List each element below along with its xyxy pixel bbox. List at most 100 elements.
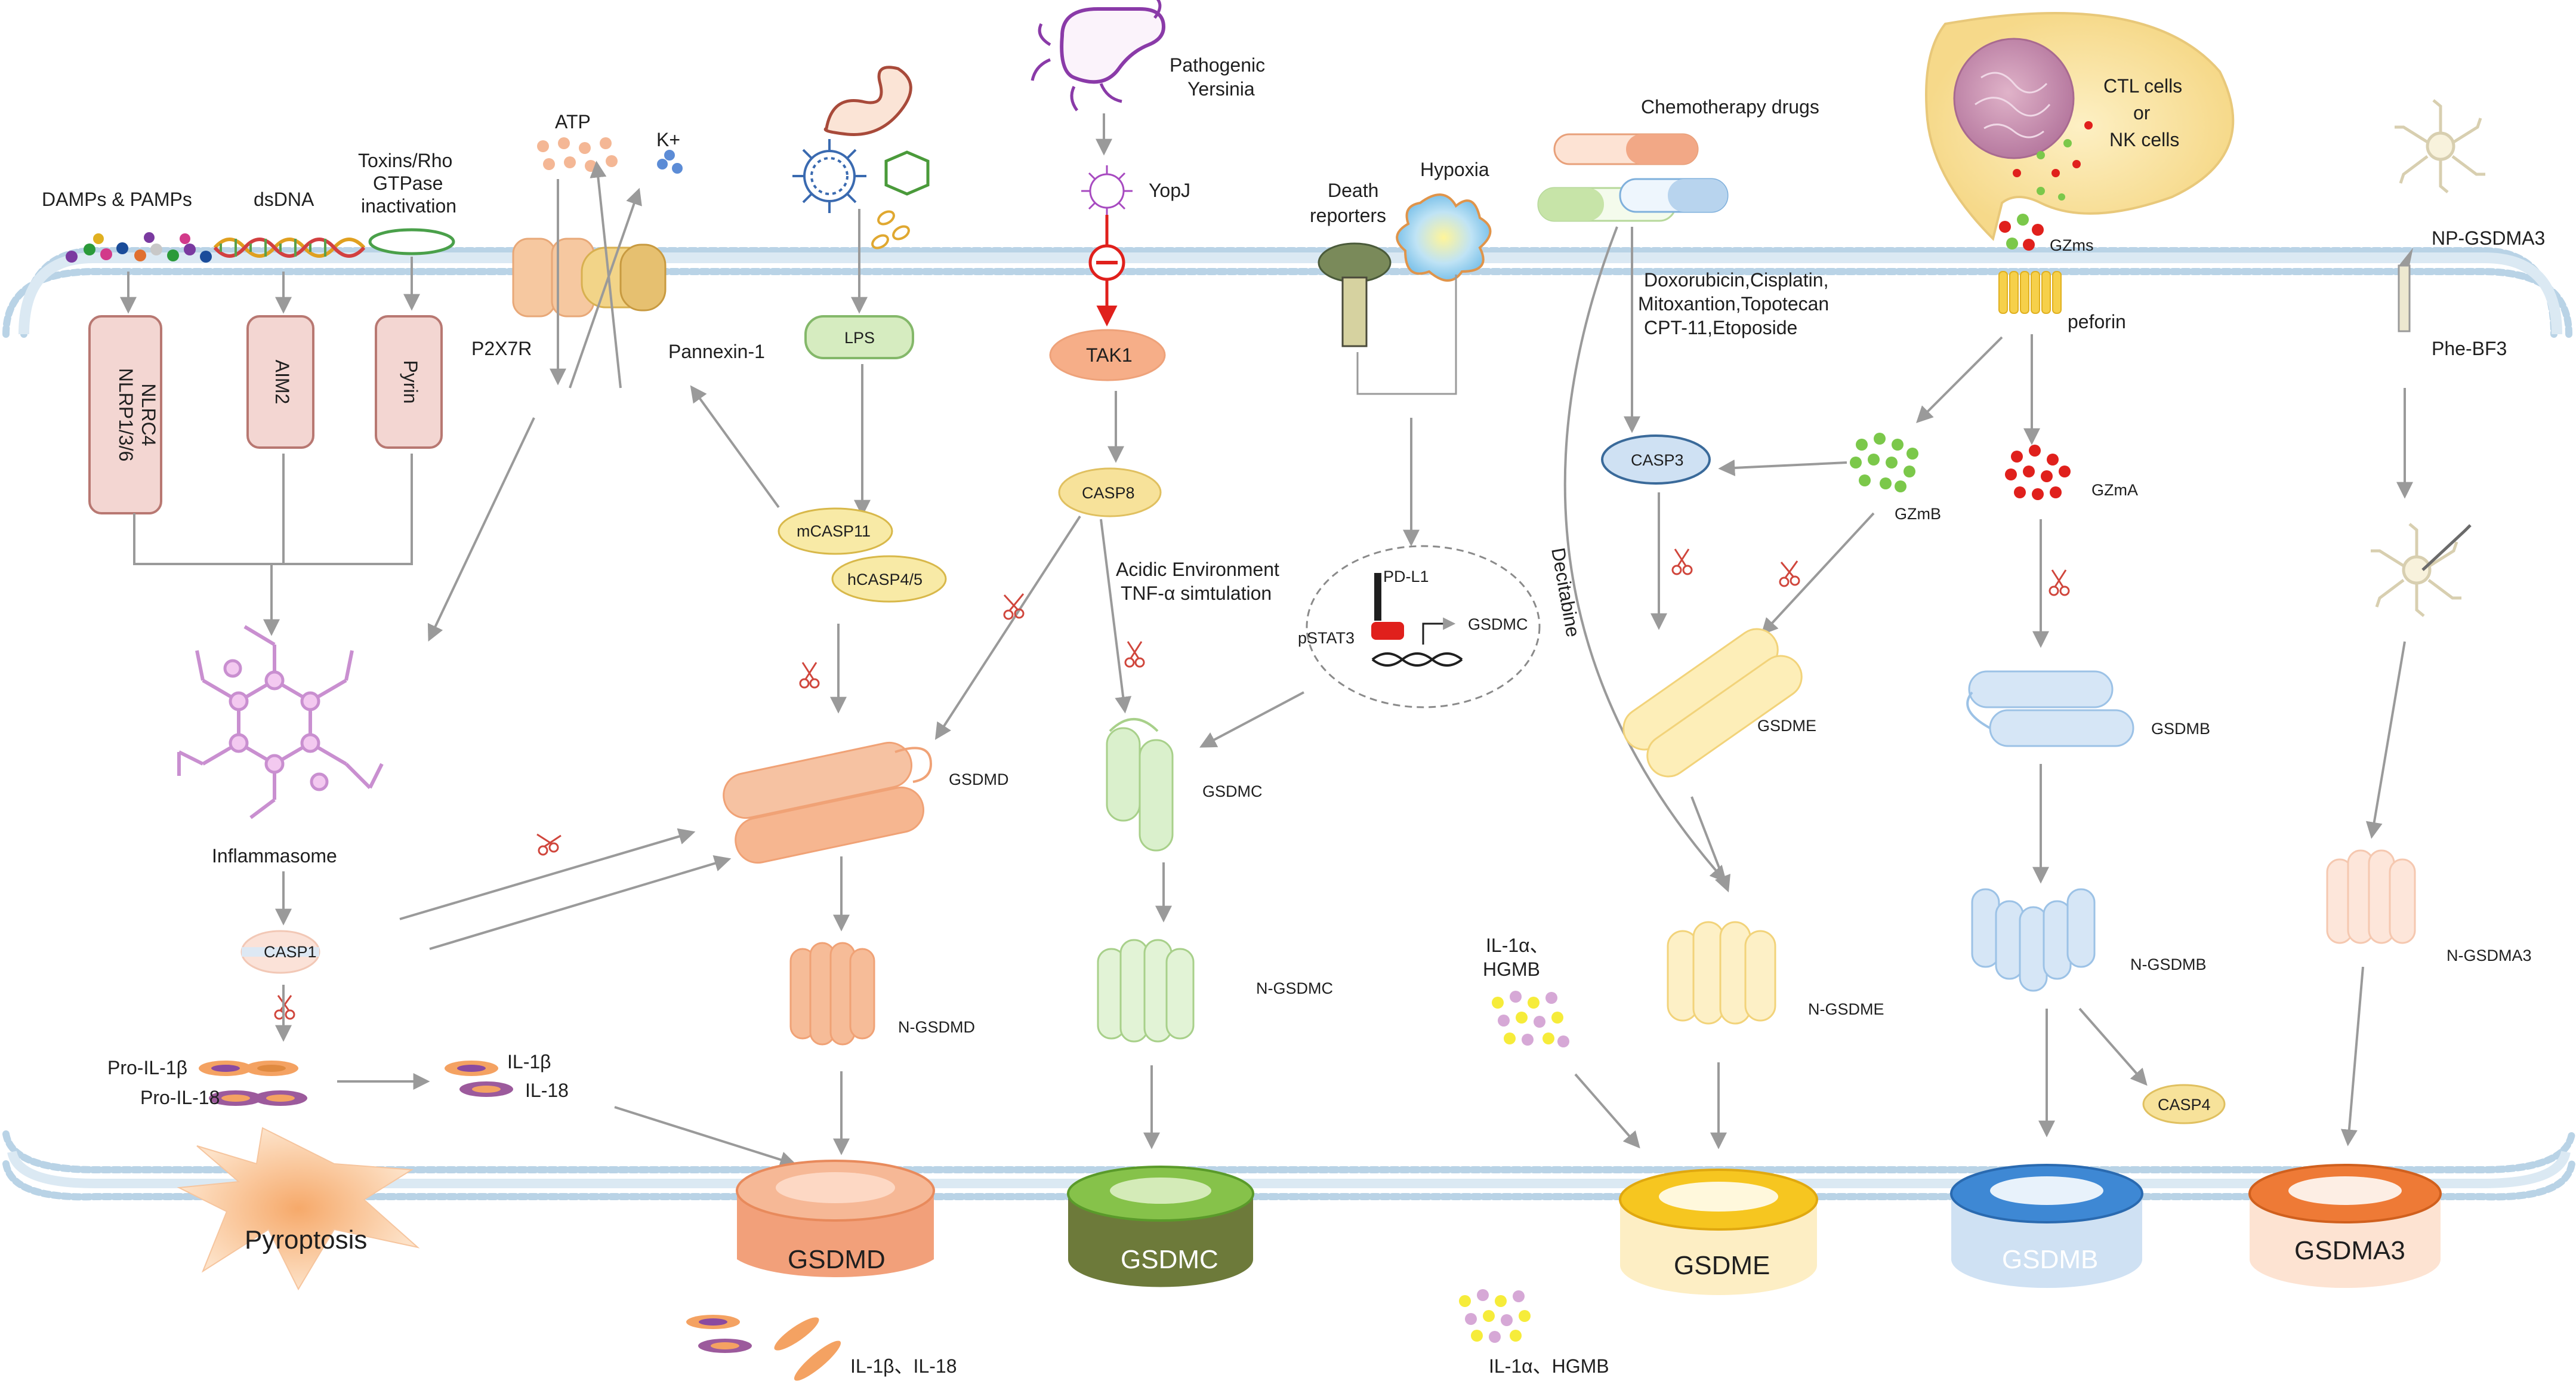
n-gsdme-label: N-GSDME <box>1808 1000 1884 1018</box>
gsdmc-label: GSDMC <box>1202 782 1263 800</box>
k-ion-dots <box>657 150 683 174</box>
lps-box <box>804 315 914 359</box>
nlrp-label-1: NLRP1/3/6 <box>115 368 137 462</box>
k-ion-label: K+ <box>656 129 680 150</box>
gsdmb-protein <box>1966 670 2134 747</box>
n-gsdme-oligomer <box>1667 921 1776 1025</box>
il-release-label: IL-1β、IL-18 <box>850 1355 957 1377</box>
ctl-label-3: NK cells <box>2109 129 2179 150</box>
yersinia-label: Yersinia <box>1187 78 1255 100</box>
yersinia-bacterium-icon <box>1060 7 1166 84</box>
drugs-label-1: Doxorubicin,Cisplatin, <box>1644 269 1828 291</box>
scissors-icon-gzma <box>2049 569 2070 596</box>
n-gsdmb-oligomer <box>1971 888 2096 992</box>
upper-membrane <box>2 247 2572 338</box>
drug-capsules <box>1537 133 1729 222</box>
il1a-hgmb-dots-inside <box>1492 991 1569 1047</box>
gsdmb-pore <box>1950 1164 2143 1288</box>
peforin-label: peforin <box>2068 311 2126 332</box>
aim2-label: AIM2 <box>272 360 293 405</box>
gsdme-protein <box>1622 628 1803 778</box>
p2x7r-label: P2X7R <box>471 338 532 359</box>
gzmb-label: GZmB <box>1895 505 1941 523</box>
hcasp45-enzyme <box>831 555 947 603</box>
mature-il-molecules <box>445 1061 513 1097</box>
il1b-label: IL-1β <box>507 1051 551 1072</box>
ngsdmb-arrows <box>2038 1007 2148 1138</box>
gzmb-to-gsdme-arrow <box>1761 512 1875 636</box>
inhibition-symbol <box>1088 215 1125 326</box>
il18-label: IL-18 <box>525 1080 569 1101</box>
gzmb-to-casp3-arrow <box>1718 459 1847 476</box>
il1a-hgmb-dots-outside <box>1459 1289 1531 1343</box>
bacterium-icon-lps <box>823 66 912 136</box>
ngsdma3-to-pore-arrow <box>2340 966 2364 1146</box>
gsdmc-pore-label: GSDMC <box>1121 1245 1218 1274</box>
transcription-arrow <box>1422 617 1456 645</box>
gsdmd-pore-label: GSDMD <box>788 1245 886 1274</box>
scissors-icon-casp8-gsdmd <box>1003 593 1025 620</box>
cell-fragment-icon <box>884 150 930 196</box>
pro-il1b-label: Pro-IL-1β <box>107 1057 187 1078</box>
gsdme-pore <box>1619 1169 1818 1295</box>
ctl-label-1: CTL cells <box>2103 75 2182 97</box>
gsdmb-pore-label: GSDMB <box>2002 1245 2098 1274</box>
n-gsdma3-oligomer <box>2326 849 2416 944</box>
lower-membrane <box>2 1130 2575 1201</box>
gsdmb-label: GSDMB <box>2151 720 2210 738</box>
n-gsdmd-label: N-GSDMD <box>898 1018 975 1036</box>
drugs-label-3: CPT-11,Etoposide <box>1644 317 1797 338</box>
sensor-merge-line <box>133 454 413 565</box>
gsdme-pore-label: GSDME <box>1674 1251 1770 1280</box>
pdl1-to-gsdmc-arrow <box>1199 691 1304 748</box>
dsdna-label: dsDNA <box>254 189 314 210</box>
gsdmc-protein <box>1106 718 1174 852</box>
np-gsdma3-icon <box>2395 99 2485 193</box>
dna-helix-icon <box>1371 652 1463 667</box>
casp8-label: CASP8 <box>1082 484 1135 502</box>
p2x7r-channel <box>512 238 667 318</box>
n-gsdma3-label: N-GSDMA3 <box>2447 947 2532 964</box>
mycoplasma-icon <box>871 210 910 249</box>
gzms-dots <box>1999 214 2044 251</box>
phe-bf3-label: Phe-BF3 <box>2432 338 2507 359</box>
gsdma3-pore-label: GSDMA3 <box>2294 1236 2405 1265</box>
damps-pamps-label: DAMPs & PAMPs <box>42 189 192 210</box>
gsdma3-pore <box>2248 1164 2442 1288</box>
hypoxia-icon <box>1396 193 1492 282</box>
ctl-nucleus <box>1953 38 2075 159</box>
virus-icon <box>792 139 866 213</box>
n-gsdmb-label: N-GSDMB <box>2130 956 2207 973</box>
gzmb-dots <box>1850 433 1918 492</box>
yopj-label: YopJ <box>1149 180 1190 201</box>
casp3-label: CASP3 <box>1631 451 1684 469</box>
gzma-dots <box>2005 445 2071 500</box>
pyroptosis-burst <box>177 1127 420 1291</box>
hypoxia-label: Hypoxia <box>1420 159 1489 180</box>
toxin-ellipse <box>368 228 455 255</box>
scissors-icon-gzmb <box>1779 560 1800 587</box>
inflammasome-nodes <box>223 659 329 791</box>
hcasp45-label: hCASP4/5 <box>847 571 923 588</box>
chemo-label: Chemotherapy drugs <box>1641 96 1819 118</box>
pathogenic-label: Pathogenic <box>1170 54 1265 76</box>
scissors-icon-casp3 <box>1671 548 1693 575</box>
lps-label: LPS <box>844 329 875 347</box>
reporters-label: reporters <box>1310 205 1386 226</box>
n-gsdmc-label: N-GSDMC <box>1256 979 1333 997</box>
n-gsdmc-oligomer <box>1097 939 1195 1043</box>
gzma-label: GZmA <box>2091 481 2138 499</box>
casp1-label: CASP1 <box>264 943 317 961</box>
pdl1-label: PD-L1 <box>1383 568 1429 585</box>
scissors-icon-casp8-gsdmc <box>1124 641 1145 668</box>
np-gsdma3-label: NP-GSDMA3 <box>2432 227 2545 249</box>
chromatin-icon <box>1975 72 2051 138</box>
death-label: Death <box>1328 180 1378 201</box>
sensor-arrows <box>120 257 420 314</box>
pstat3-block <box>1371 622 1404 640</box>
aim2-receptor <box>246 315 314 449</box>
tnf-label: TNF-α simtulation <box>1121 582 1272 604</box>
np-gsdma3-complex-icon <box>2371 523 2461 617</box>
il1a-label-inside: IL-1α、 <box>1486 935 1549 956</box>
released-il-molecules <box>686 1315 841 1381</box>
